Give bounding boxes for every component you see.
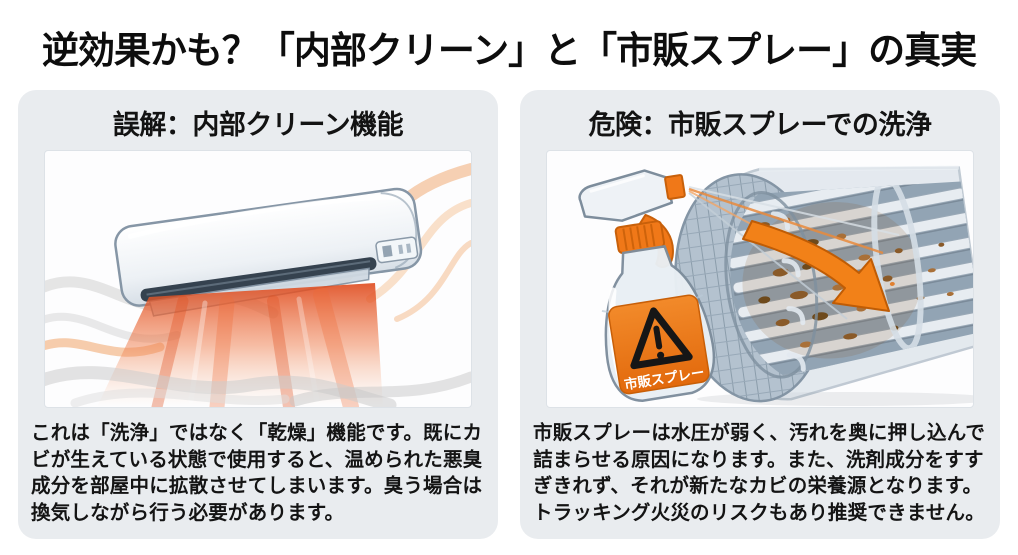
- dirt-push-arrow-icon: [742, 220, 890, 312]
- air-conditioner-warm-air-scene: [45, 163, 471, 407]
- panel-internal-clean-misconception: 誤解：内部クリーン機能: [18, 90, 498, 539]
- right-panel-body-text: 市販スプレーは水圧が弱く、汚れを奥に押し込んで詰まらせる原因になります。また、洗…: [533, 422, 986, 525]
- left-panel-header: 誤解：内部クリーン機能: [112, 110, 404, 140]
- odor-smoke-waves-front: [45, 366, 471, 407]
- panel-spray-danger: 危険：市販スプレーでの洗浄: [520, 90, 1000, 539]
- right-panel-header: 危険：市販スプレーでの洗浄: [588, 110, 932, 140]
- warning-triangle-icon: [630, 307, 693, 370]
- ac-display-panel: [375, 236, 419, 264]
- spray-head: [578, 169, 674, 222]
- left-panel-body-text: これは「洗浄」ではなく「乾燥」機能です。既にカビが生えている状態で使用すると、温…: [31, 422, 483, 525]
- page-title: 逆効果かも？「内部クリーン」と「市販スプレー」の真実: [41, 30, 977, 71]
- spray-nozzle: [664, 174, 686, 200]
- spray-fan-illustration: 市販スプレー: [546, 150, 974, 408]
- spray-bottle: 市販スプレー: [578, 169, 716, 402]
- spray-bottle-fan-drum-scene: 市販スプレー: [578, 165, 973, 407]
- air-conditioner-illustration: [44, 150, 472, 408]
